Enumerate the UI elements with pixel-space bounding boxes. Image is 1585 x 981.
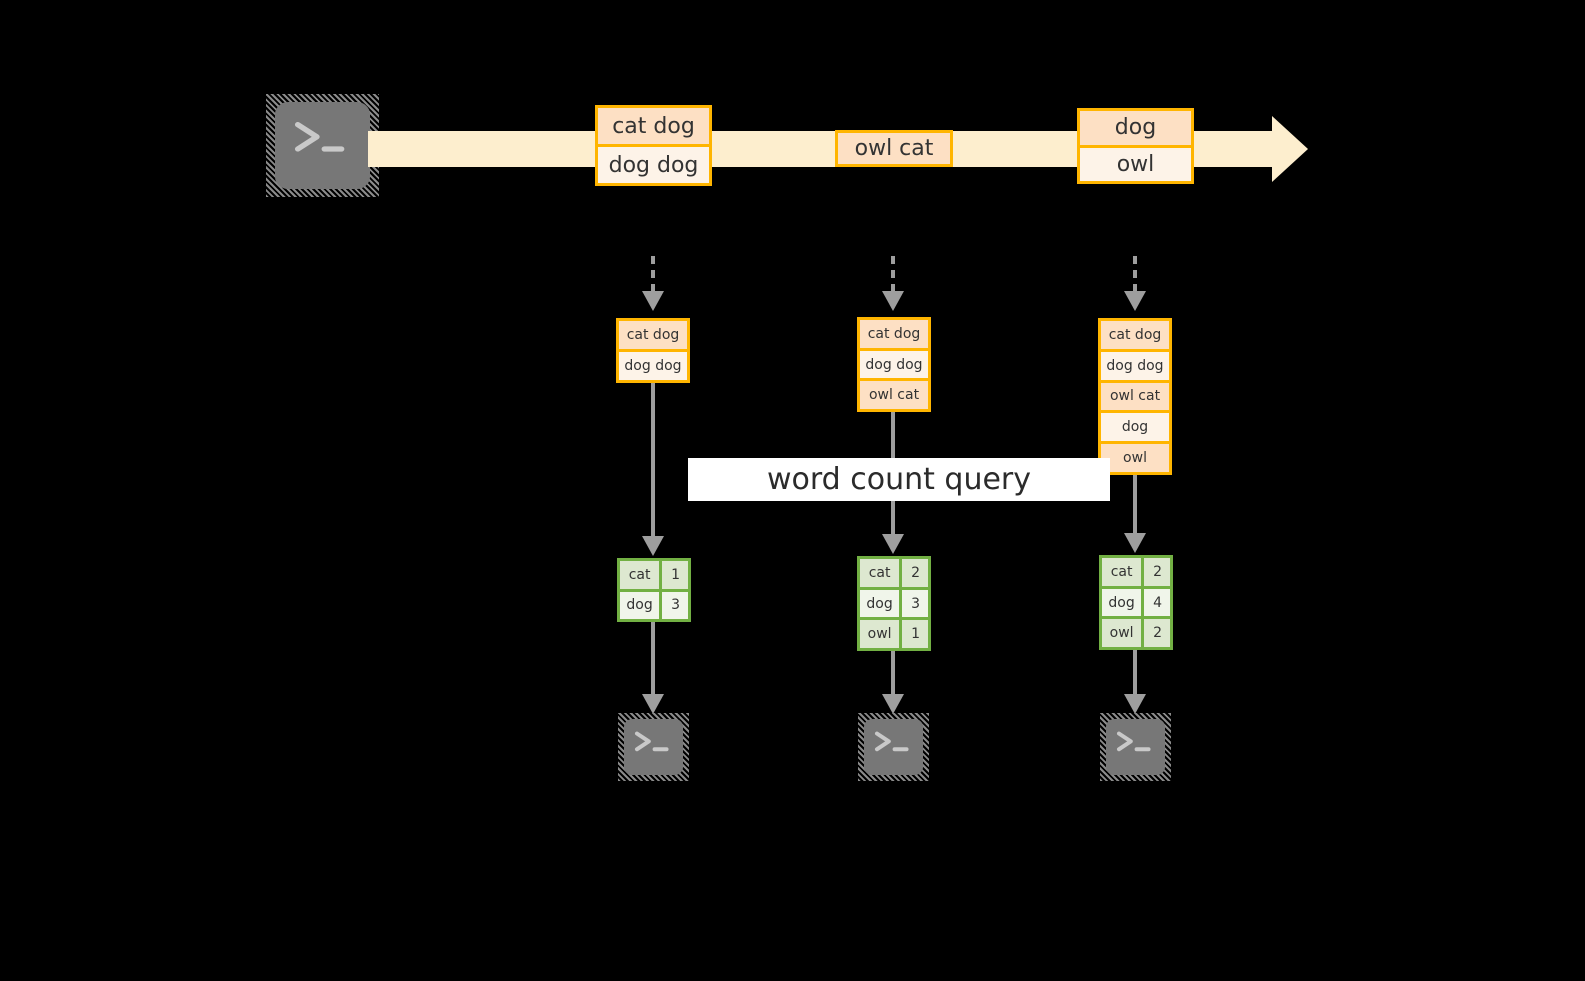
result-row: dog 4	[1102, 588, 1170, 620]
result-word: dog	[860, 589, 903, 618]
result-row: cat 1	[620, 561, 688, 592]
result-count: 2	[902, 559, 928, 587]
result-word: cat	[620, 561, 663, 589]
prompt-glyph-icon	[1106, 719, 1165, 775]
micro-batch-line: dog dog	[619, 352, 687, 380]
result-count: 4	[1144, 588, 1170, 617]
result-row: dog 3	[860, 589, 928, 621]
result-row: cat 2	[860, 559, 928, 590]
result-count: 3	[902, 589, 928, 618]
result-count: 1	[662, 561, 688, 589]
prompt-glyph-icon	[275, 102, 370, 189]
result-row: cat 2	[1102, 558, 1170, 589]
terminal-body	[1106, 719, 1165, 775]
input-arrow-line-1	[651, 256, 655, 292]
result-count: 3	[662, 591, 688, 619]
output-arrow-head-1-icon	[642, 694, 664, 714]
input-arrow-head-3-icon	[1124, 291, 1146, 311]
prompt-glyph-icon	[624, 719, 683, 775]
sink-terminal-3-icon	[1100, 713, 1171, 781]
micro-batch-line: cat dog	[619, 321, 687, 352]
micro-batch-line: owl cat	[1101, 382, 1169, 414]
stream-event-2: owl cat	[835, 130, 953, 167]
output-arrow-line-2	[891, 651, 895, 698]
query-label: word count query	[688, 458, 1110, 501]
micro-batch-line: dog dog	[860, 350, 928, 382]
terminal-body	[275, 102, 370, 189]
micro-batch-box-1: cat dog dog dog	[616, 318, 690, 383]
result-word: owl	[860, 620, 903, 649]
result-count: 1	[902, 620, 928, 649]
process-arrow-head-2-icon	[882, 534, 904, 554]
micro-batch-line: dog dog	[1101, 351, 1169, 383]
result-row: dog 3	[620, 591, 688, 619]
result-word: cat	[860, 559, 903, 587]
sink-terminal-1-icon	[618, 713, 689, 781]
terminal-body	[864, 719, 923, 775]
result-word: cat	[1102, 558, 1145, 586]
process-arrow-line-1	[651, 383, 655, 540]
stream-event-line: owl cat	[838, 133, 950, 164]
result-row: owl 1	[860, 620, 928, 649]
process-arrow-head-3-icon	[1124, 533, 1146, 553]
result-row: owl 2	[1102, 619, 1170, 648]
prompt-glyph-icon	[864, 719, 923, 775]
result-table-3: cat 2 dog 4 owl 2	[1099, 555, 1173, 650]
input-arrow-line-3	[1133, 256, 1137, 292]
output-arrow-line-1	[651, 622, 655, 698]
stream-event-line: dog dog	[598, 147, 709, 183]
result-word: owl	[1102, 619, 1145, 648]
sink-terminal-2-icon	[858, 713, 929, 781]
source-terminal-icon	[266, 94, 379, 197]
micro-batch-line: dog	[1101, 413, 1169, 445]
result-word: dog	[1102, 588, 1145, 617]
micro-batch-line: owl	[1101, 444, 1169, 472]
micro-batch-line: cat dog	[860, 320, 928, 351]
stream-event-line: dog	[1080, 111, 1191, 148]
input-arrow-head-1-icon	[642, 291, 664, 311]
result-table-2: cat 2 dog 3 owl 1	[857, 556, 931, 651]
micro-batch-line: cat dog	[1101, 321, 1169, 352]
input-arrow-line-2	[891, 256, 895, 292]
stream-event-line: owl	[1080, 147, 1191, 181]
result-word: dog	[620, 591, 663, 619]
micro-batch-line: owl cat	[860, 381, 928, 410]
output-arrow-head-3-icon	[1124, 694, 1146, 714]
output-arrow-line-3	[1133, 650, 1137, 698]
micro-batch-box-2: cat dog dog dog owl cat	[857, 317, 931, 412]
stream-event-1: cat dog dog dog	[595, 105, 712, 186]
result-count: 2	[1144, 558, 1170, 586]
result-table-1: cat 1 dog 3	[617, 558, 691, 622]
terminal-body	[624, 719, 683, 775]
result-count: 2	[1144, 619, 1170, 648]
stream-arrow-head-icon	[1272, 116, 1308, 182]
input-arrow-head-2-icon	[882, 291, 904, 311]
process-arrow-line-3	[1133, 475, 1137, 536]
output-arrow-head-2-icon	[882, 694, 904, 714]
stream-event-line: cat dog	[598, 108, 709, 147]
process-arrow-head-1-icon	[642, 536, 664, 556]
micro-batch-box-3: cat dog dog dog owl cat dog owl	[1098, 318, 1172, 475]
stream-event-3: dog owl	[1077, 108, 1194, 184]
